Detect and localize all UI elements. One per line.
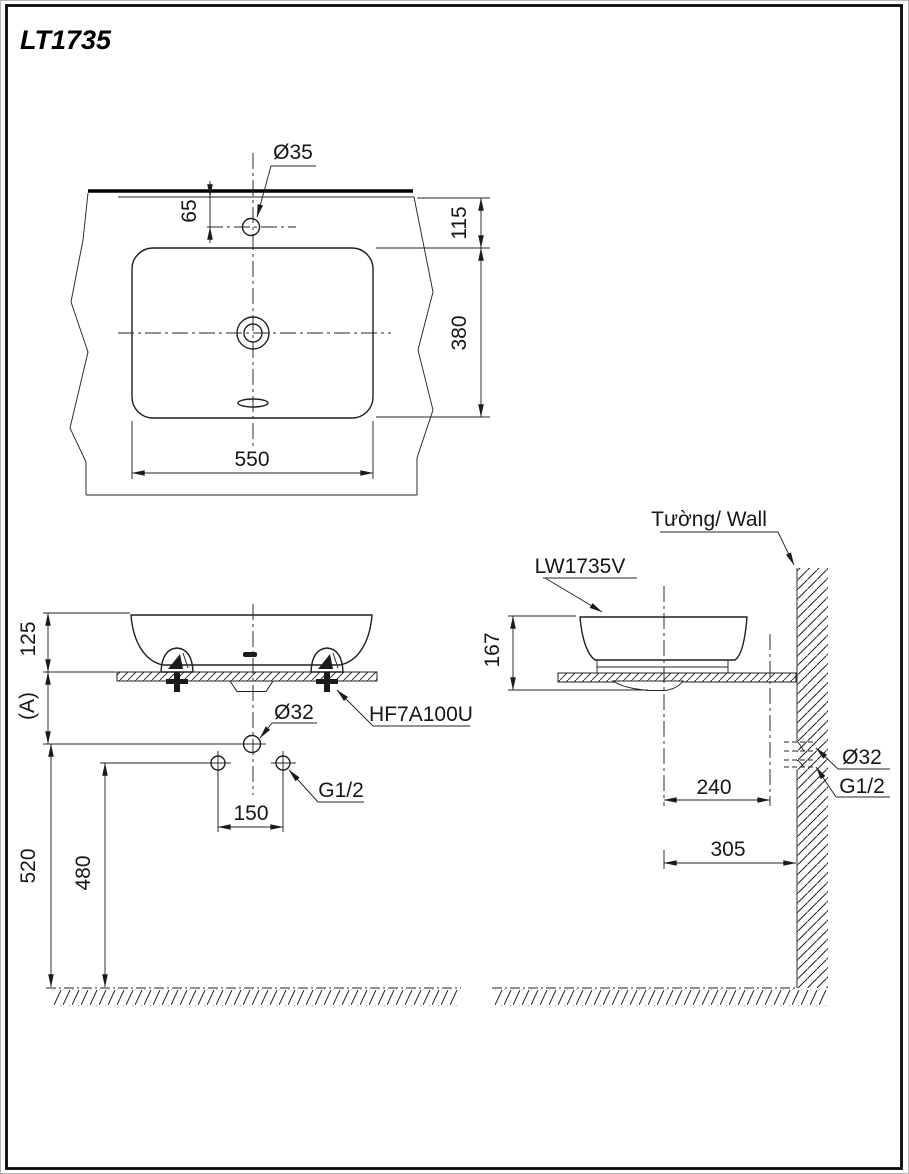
drain-boss — [229, 680, 274, 692]
dim-faucet-offset: 65 — [178, 181, 213, 243]
dim-167-label: 167 — [481, 632, 504, 667]
leader-drain-dia-side: Ø32 — [815, 746, 890, 770]
dim-rim-height: 125 — [17, 612, 130, 673]
floor-hatch-left — [52, 989, 458, 1006]
leader-wall: Tường/ Wall — [651, 508, 795, 566]
dim-480-label: 480 — [72, 855, 95, 890]
toto-logo-mark — [243, 652, 257, 657]
dim-basin-width: 550 — [131, 421, 374, 479]
mounting-clamp-left — [160, 647, 194, 692]
dim-drain-height: 520 — [17, 743, 54, 988]
dim-basin-depth: 380 — [376, 247, 490, 418]
dim-back-to-basin: 115 — [376, 197, 490, 249]
mounting-clamp-right — [310, 647, 344, 692]
wall-label: Tường/ Wall — [651, 508, 767, 531]
floor-hatch-right — [495, 989, 828, 1006]
dim-drain-to-supply: 240 — [663, 776, 771, 803]
dim-supply-height: 480 — [72, 762, 108, 988]
drain-dia-side-label: Ø32 — [842, 746, 882, 769]
dim-305-label: 305 — [710, 838, 745, 861]
supply-thread-front-label: G1/2 — [318, 779, 364, 802]
dim-drain-to-wall: 305 — [663, 838, 797, 869]
dim-380-label: 380 — [448, 315, 471, 350]
basin-bowl-front — [130, 614, 373, 666]
wall-supply-stub — [784, 759, 813, 768]
leader-fitting: HF7A100U — [336, 689, 473, 727]
counter-left-break — [69, 192, 89, 495]
drain-dia-front-label: Ø32 — [274, 701, 314, 724]
drain-hole-inner — [243, 323, 263, 343]
dim-115-label: 115 — [448, 206, 471, 239]
dim-240-label: 240 — [696, 776, 731, 799]
supply-thread-side-label: G1/2 — [839, 775, 885, 798]
top-view: Ø35 65 115 380 550 — [69, 141, 490, 496]
basin-code-label: LW1735V — [535, 555, 626, 578]
drain-hole-outer — [236, 316, 270, 350]
faucet-dia-label: Ø35 — [273, 141, 313, 164]
drain-outlet-front — [242, 734, 262, 754]
side-view: Tường/ Wall LW1735V 167 240 305 — [481, 508, 890, 1006]
page-title: LT1735 — [20, 25, 112, 55]
front-view: Ø32 HF7A100U G1/2 125 (A) 5 — [16, 604, 473, 1006]
dim-supply-spacing: 150 — [217, 771, 284, 832]
leader-drain-dia-front: Ø32 — [259, 701, 317, 739]
dim-150-label: 150 — [233, 802, 268, 825]
drain-boss-side — [611, 680, 685, 691]
leader-faucet-dia: Ø35 — [256, 141, 316, 218]
basin-bowl-side — [579, 616, 748, 661]
leader-supply-thread-side: G1/2 — [815, 766, 890, 798]
overflow-slot — [237, 398, 269, 408]
dim-counter-ref: (A) — [16, 671, 51, 745]
wall-drain-stub — [784, 741, 813, 752]
faucet-hole — [241, 217, 261, 237]
dim-125-label: 125 — [17, 621, 40, 656]
dim-550-label: 550 — [234, 448, 269, 471]
fitting-code-label: HF7A100U — [369, 703, 473, 726]
dim-65-label: 65 — [178, 199, 201, 222]
counter-right-break — [413, 196, 434, 495]
leader-basin-code: LW1735V — [535, 555, 637, 613]
dim-overall-height: 167 — [481, 615, 648, 691]
leader-supply-thread-front: G1/2 — [288, 769, 364, 803]
dim-520-label: 520 — [17, 848, 40, 883]
dim-A-label: (A) — [16, 692, 39, 720]
